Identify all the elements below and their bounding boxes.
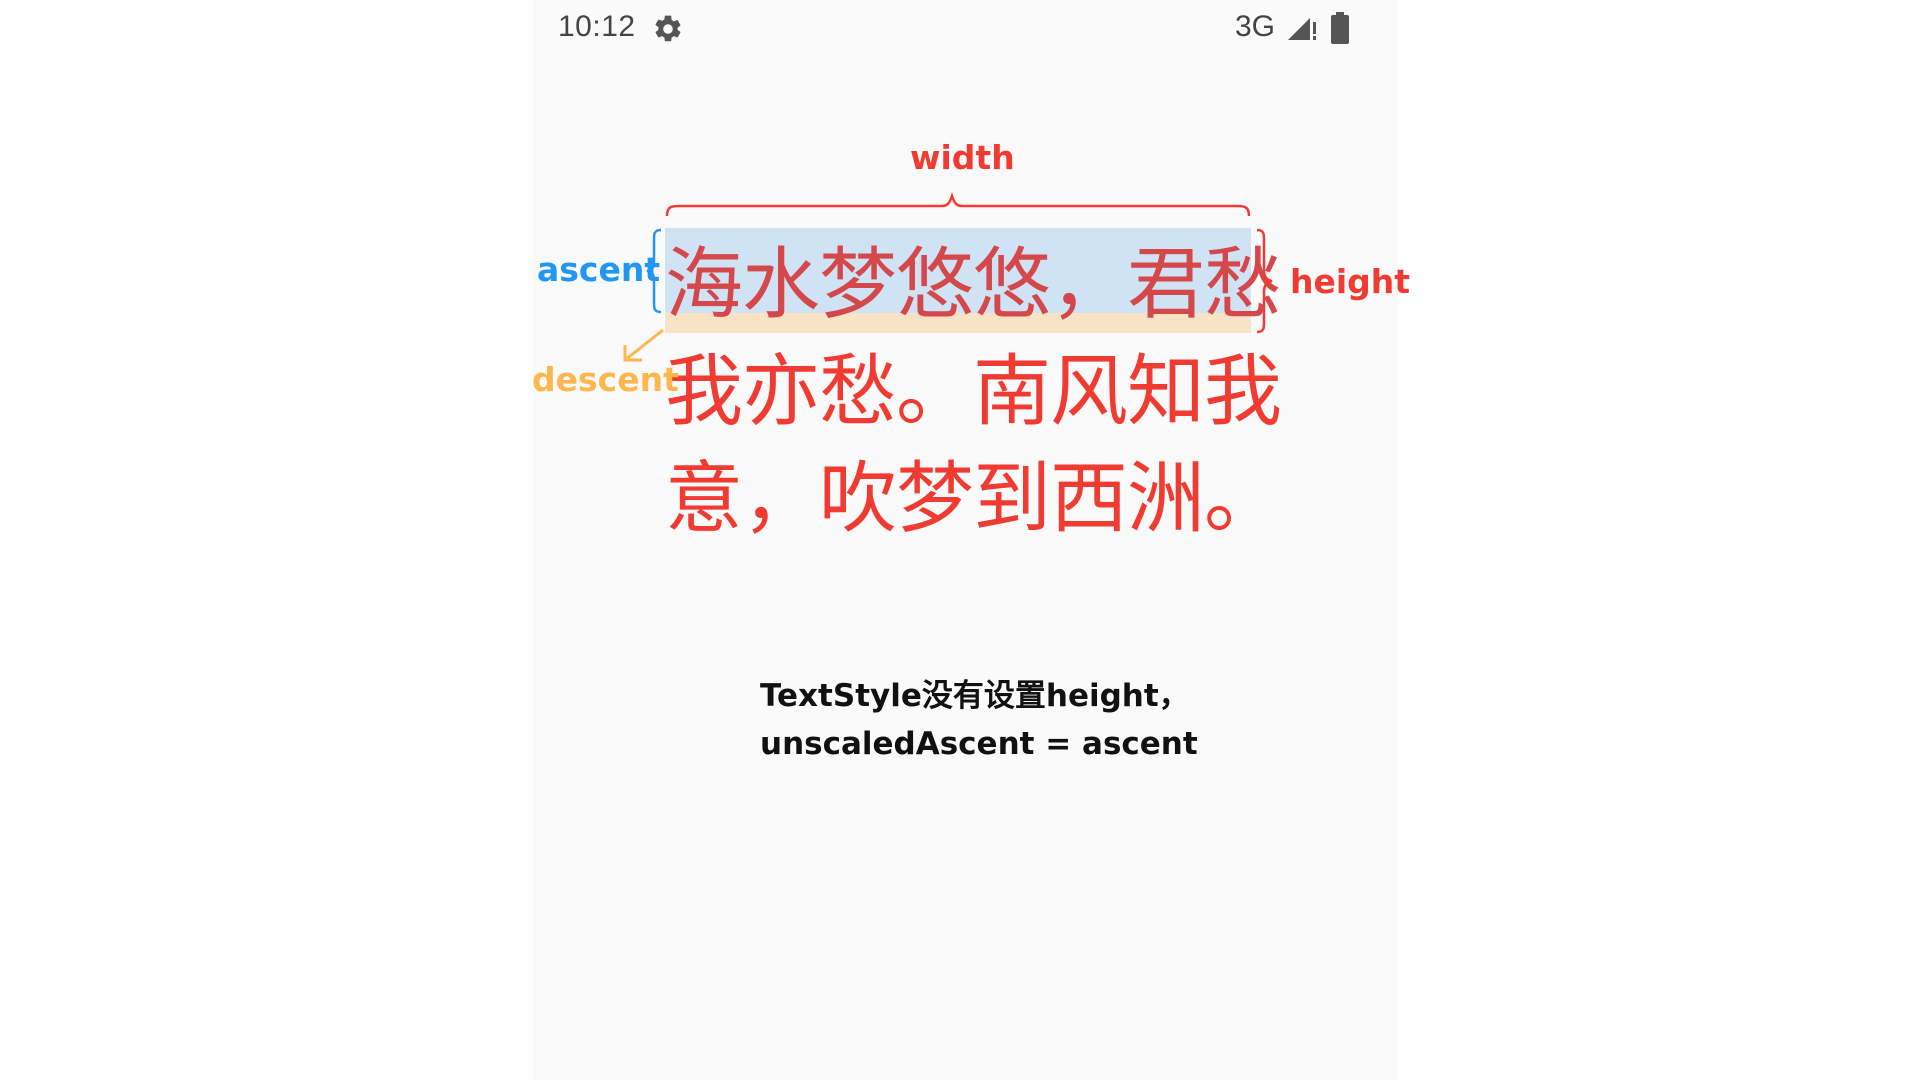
- descent-highlight: [665, 313, 1251, 333]
- caption-line-2: unscaledAscent = ascent: [760, 726, 1198, 762]
- descent-label: descent: [532, 360, 679, 399]
- poem-line: 海水梦悠悠，君愁: [665, 240, 1282, 330]
- ascent-label: ascent: [537, 250, 661, 289]
- width-label: width: [910, 138, 1015, 177]
- settings-gear-icon: [655, 15, 681, 42]
- caption: TextStyle没有设置height， unscaledAscent = as…: [760, 672, 1198, 768]
- network-type: 3G: [1235, 10, 1276, 43]
- height-label: height: [1290, 262, 1411, 301]
- battery-icon: [1331, 12, 1349, 44]
- signal-icon: [1288, 18, 1316, 40]
- ascent-highlight: [665, 228, 1251, 313]
- caption-line-1: TextStyle没有设置height，: [760, 678, 1190, 714]
- phone-screen: [533, 0, 1398, 1080]
- poem-line: 意，吹梦到西洲。: [665, 454, 1282, 544]
- status-time: 10:12: [558, 10, 636, 43]
- poem-line: 我亦愁。南风知我: [665, 347, 1282, 437]
